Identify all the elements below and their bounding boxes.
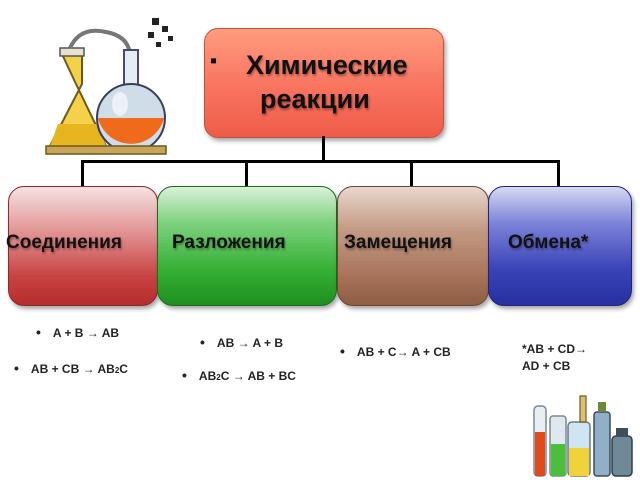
formula-compound-1: • A + B → AB	[36, 324, 119, 340]
formula-decomp-2: • AB2C → AB + BC	[182, 367, 296, 383]
formula-subscript: 2	[216, 373, 221, 382]
formula-text: A + B → AB	[52, 326, 120, 340]
formula-text: C → AB + BC	[220, 369, 296, 383]
category-substitution-box	[337, 186, 489, 306]
formula-text: C	[119, 362, 128, 376]
formula-exchange-line1: *AB + CD→	[522, 342, 588, 356]
bullet-dot: •	[182, 367, 187, 383]
bullet-dot: •	[14, 360, 19, 376]
category-exchange-box	[488, 186, 632, 306]
connector-trunk	[322, 136, 325, 162]
bullet-dot: •	[36, 324, 41, 340]
root-bullet: ▪	[210, 50, 218, 72]
formula-subst-1: • AB + C→ A + CB	[340, 343, 451, 359]
root-title-line2: реакции	[260, 84, 370, 114]
lab-bottles-icon	[533, 395, 633, 477]
formula-text: AB + CB → AB	[30, 362, 115, 376]
connector-branch-1	[81, 160, 84, 188]
connector-branch-2	[245, 160, 248, 188]
formula-decomp-1: • AB → A + B	[200, 334, 283, 350]
formula-text: AB + C→ A + CB	[356, 345, 451, 359]
formula-text: AB	[198, 369, 217, 383]
connector-branch-4	[557, 160, 560, 188]
root-title-line1: Химические	[246, 50, 408, 80]
bullet-dot: •	[200, 334, 205, 350]
connector-horizontal	[82, 160, 560, 163]
category-exchange-label: Обмена*	[508, 232, 589, 253]
formula-exchange: *AB + CD→ AD + CB	[522, 341, 587, 375]
connector-branch-3	[410, 160, 413, 188]
bullet-dot: •	[340, 343, 345, 359]
category-compound-label: Соединения	[6, 232, 122, 253]
root-node-box	[204, 28, 444, 138]
chemical-flasks-icon	[45, 18, 173, 155]
category-decomposition-box	[157, 186, 337, 306]
formula-exchange-line2: AD + CB	[522, 359, 571, 373]
root-title: Химические реакции	[246, 48, 446, 116]
category-substitution-label: Замещения	[344, 232, 452, 253]
formula-compound-2: • AB + CB → AB2C	[14, 360, 128, 376]
category-decomposition-label: Разложения	[172, 232, 286, 253]
formula-text: AB → A + B	[216, 336, 284, 350]
formula-subscript: 2	[114, 366, 120, 375]
